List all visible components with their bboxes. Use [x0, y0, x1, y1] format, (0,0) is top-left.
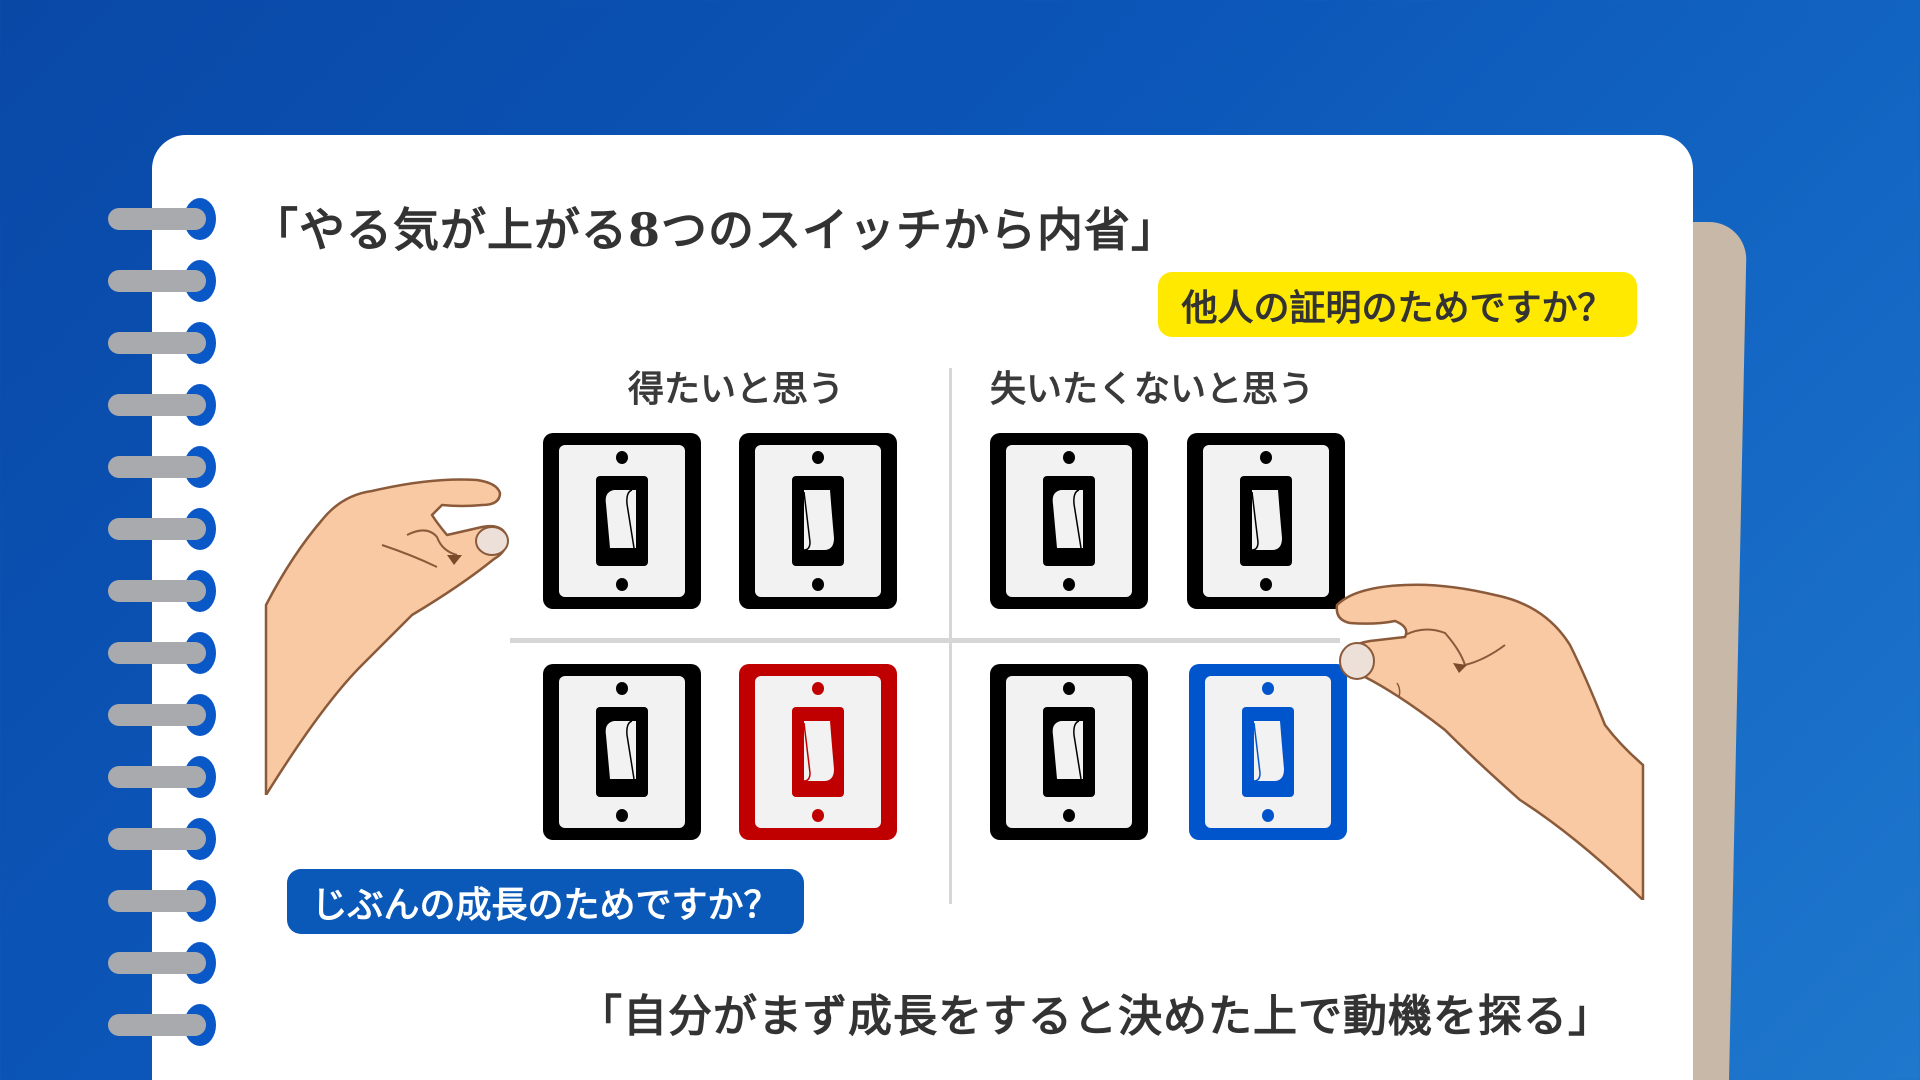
screw-icon — [1260, 451, 1272, 464]
spiral-ring-icon — [108, 1004, 216, 1046]
screw-icon — [1262, 682, 1274, 695]
section-label-lose: 失いたくないと思う — [990, 368, 1315, 410]
screw-icon — [1063, 682, 1075, 695]
horizontal-divider — [510, 638, 1340, 643]
switch-gain-top-1[interactable] — [543, 433, 701, 609]
screw-icon — [812, 809, 824, 822]
light-switch-icon — [1043, 476, 1095, 566]
screw-icon — [1063, 578, 1075, 591]
spiral-ring-icon — [108, 508, 216, 550]
screw-icon — [1063, 451, 1075, 464]
spiral-ring-icon — [108, 756, 216, 798]
others-proof-text: 他人の証明のためですか？ — [1181, 286, 1614, 329]
left-hand-icon — [264, 478, 509, 795]
light-switch-icon — [1043, 707, 1095, 797]
switch-lose-top-1[interactable] — [990, 433, 1148, 609]
screw-icon — [812, 682, 824, 695]
section-label-gain: 得たいと思う — [628, 368, 845, 410]
screw-icon — [1260, 578, 1272, 591]
screw-icon — [1262, 809, 1274, 822]
spiral-ring-icon — [108, 942, 216, 984]
switch-lose-bottom-2-blue[interactable] — [1189, 664, 1347, 840]
light-switch-icon — [1242, 707, 1294, 797]
spiral-ring-icon — [108, 198, 216, 240]
spiral-ring-icon — [108, 260, 216, 302]
spiral-ring-icon — [108, 446, 216, 488]
spiral-ring-icon — [108, 632, 216, 674]
screw-icon — [812, 451, 824, 464]
light-switch-icon — [596, 707, 648, 797]
spiral-ring-icon — [108, 570, 216, 612]
vertical-divider — [949, 368, 952, 904]
light-switch-icon — [792, 476, 844, 566]
conclusion-text: 「自分がまず成長をすると決めた上で動機を探る」 — [578, 991, 1613, 1042]
page-title: 「やる気が上がる8つのスイッチから内省」 — [252, 203, 1179, 257]
screw-icon — [1063, 809, 1075, 822]
switch-lose-bottom-1[interactable] — [990, 664, 1148, 840]
screw-icon — [616, 578, 628, 591]
screw-icon — [616, 809, 628, 822]
screw-icon — [616, 451, 628, 464]
spiral-ring-icon — [108, 880, 216, 922]
switch-gain-bottom-1[interactable] — [543, 664, 701, 840]
switch-gain-top-2[interactable] — [739, 433, 897, 609]
spiral-ring-icon — [108, 322, 216, 364]
light-switch-icon — [792, 707, 844, 797]
switch-lose-top-2[interactable] — [1187, 433, 1345, 609]
switch-gain-bottom-2-red[interactable] — [739, 664, 897, 840]
own-growth-text: じぶんの成長のためですか？ — [311, 883, 780, 926]
screw-icon — [812, 578, 824, 591]
light-switch-icon — [596, 476, 648, 566]
spiral-ring-icon — [108, 694, 216, 736]
right-hand-icon — [1335, 583, 1645, 900]
spiral-ring-icon — [108, 384, 216, 426]
spiral-ring-icon — [108, 818, 216, 860]
others-proof-badge: 他人の証明のためですか？ — [1158, 272, 1637, 337]
screw-icon — [616, 682, 628, 695]
light-switch-icon — [1240, 476, 1292, 566]
own-growth-badge: じぶんの成長のためですか？ — [287, 869, 804, 934]
